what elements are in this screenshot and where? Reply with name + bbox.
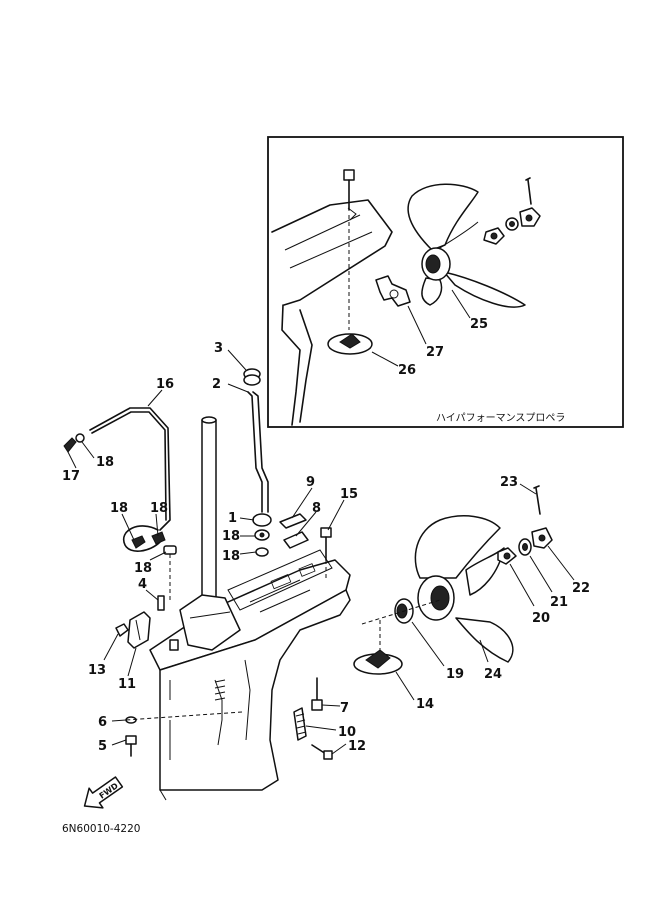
bolt-7 (311, 677, 323, 711)
callout-25: 23 (500, 475, 518, 490)
callout-19: 18 (222, 549, 240, 564)
callout-18-d: 18 (134, 561, 152, 576)
callout-12: 12 (348, 739, 366, 754)
inset-bolt (343, 169, 355, 330)
inset-hardware (483, 177, 541, 245)
callout-18-c: 18 (150, 501, 168, 516)
propeller-27 (407, 183, 526, 308)
callout-labels: 3 2 16 18 17 18 18 18 4 13 11 6 5 1 18 1… (62, 317, 590, 754)
callout-10: 10 (338, 725, 356, 740)
grommet-20 (254, 529, 270, 541)
callout-13: 13 (88, 663, 106, 678)
water-tube-2 (247, 391, 269, 513)
callout-20: 18 (222, 529, 240, 544)
callout-18-a: 18 (96, 455, 114, 470)
callout-24: 22 (572, 581, 590, 596)
callout-4: 4 (138, 577, 147, 592)
callout-18-b: 18 (110, 501, 128, 516)
callout-27: 25 (470, 317, 488, 332)
callout-28: 26 (398, 363, 416, 378)
callout-8: 8 (312, 501, 321, 516)
spacer-29 (375, 275, 411, 307)
callout-15: 15 (340, 487, 358, 502)
bolt-15 (320, 527, 332, 578)
callout-6: 6 (98, 715, 107, 730)
lower-case-assembly (149, 416, 351, 801)
hose-16 (89, 407, 171, 531)
callout-14: 14 (416, 697, 434, 712)
callout-23: 21 (550, 595, 568, 610)
callout-2: 2 (212, 377, 221, 392)
anode-14 (353, 620, 403, 675)
anode-28 (327, 333, 373, 355)
callout-29: 27 (426, 345, 444, 360)
leader-lines (67, 349, 575, 755)
callout-1: 1 (228, 511, 237, 526)
anode-10 (293, 707, 307, 741)
callout-21: 19 (446, 667, 464, 682)
nut-13 (115, 623, 129, 637)
callout-5: 5 (98, 739, 107, 754)
clip-18-a (75, 433, 85, 443)
grommet-3 (243, 368, 261, 386)
callout-7: 7 (340, 701, 349, 716)
nut-24 (531, 527, 553, 549)
dowel-pin-4 (157, 595, 165, 611)
bolt-12 (311, 744, 333, 760)
spacer-23 (518, 538, 532, 556)
bracket-11 (127, 611, 151, 649)
drawing-code: 6N60010-4220 (62, 823, 140, 835)
collar-19 (255, 547, 269, 557)
callout-3: 3 (214, 341, 223, 356)
fwd-arrow: FWD (83, 776, 124, 809)
bolt-plate (169, 639, 179, 651)
callout-11: 11 (118, 677, 136, 692)
joint-17 (63, 437, 77, 453)
hose-loop-18 (122, 525, 177, 600)
propeller-26 (414, 515, 514, 663)
inset-panel: ハイパフォーマンスプロペラ (267, 136, 624, 428)
inset-caption: ハイパフォーマンスプロペラ (436, 412, 565, 424)
callout-22: 20 (532, 611, 550, 626)
grommet-1 (252, 513, 272, 527)
cotter-pin-25 (533, 485, 541, 515)
callout-16: 16 (156, 377, 174, 392)
callout-17: 17 (62, 469, 80, 484)
callout-9: 9 (306, 475, 315, 490)
seal-8 (283, 531, 309, 549)
washer-22 (497, 547, 517, 565)
callout-26: 24 (484, 667, 502, 682)
bolt-5 (125, 735, 137, 757)
